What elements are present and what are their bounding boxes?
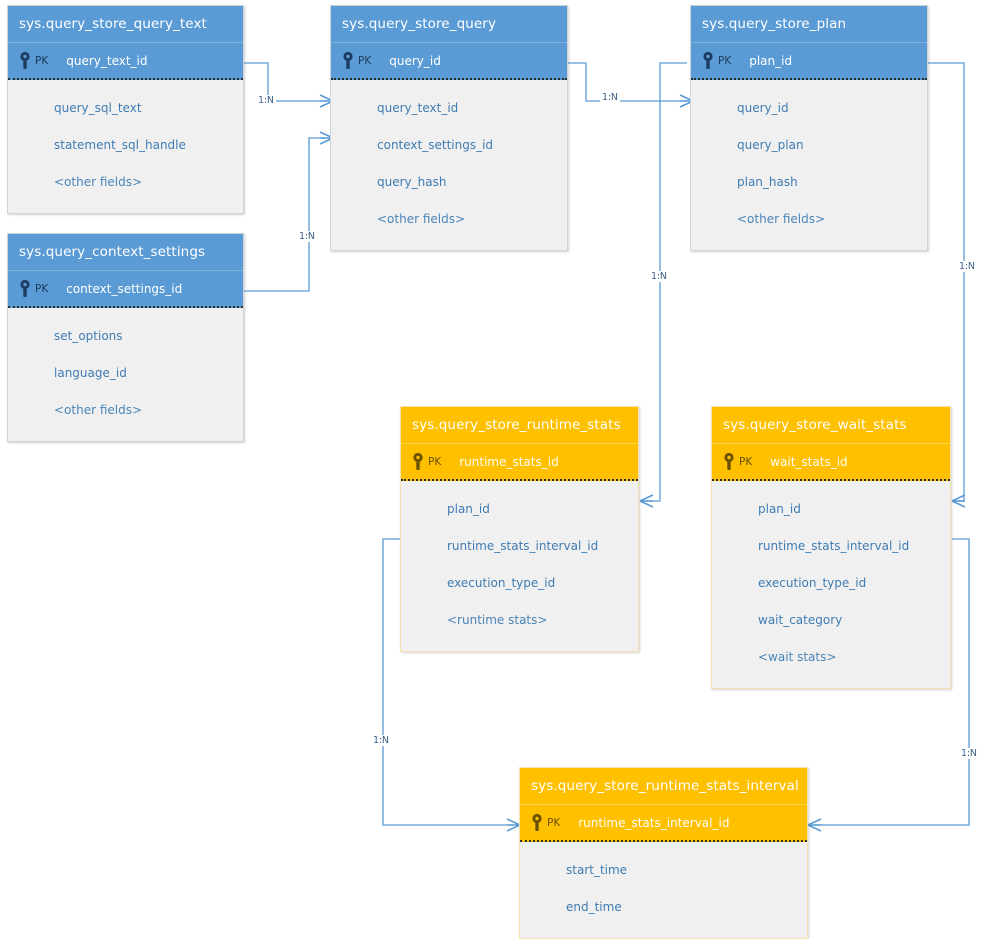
- key-icon: [343, 51, 353, 69]
- cardinality-label-plan-to-wait-stats: 1:N: [957, 261, 977, 272]
- primary-key-name: query_text_id: [66, 53, 148, 68]
- entity-query-store-query-text[interactable]: sys.query_store_query_text PK query_text…: [7, 5, 244, 214]
- edge-query-text-to-query: [244, 62, 334, 108]
- field-row[interactable]: plan_hash: [737, 175, 798, 189]
- key-icon: [20, 279, 30, 297]
- edge-interval-to-runtime-stats: [382, 538, 521, 832]
- field-row[interactable]: language_id: [54, 366, 127, 380]
- field-row[interactable]: plan_id: [447, 502, 490, 516]
- pk-tag: PK: [547, 816, 561, 829]
- field-row[interactable]: wait_category: [758, 613, 843, 627]
- field-row[interactable]: query_id: [737, 101, 789, 115]
- entity-fields: set_options language_id <other fields>: [8, 308, 243, 441]
- field-row[interactable]: query_text_id: [377, 101, 459, 115]
- entity-title: sys.query_store_wait_stats: [712, 407, 950, 444]
- field-row[interactable]: <wait stats>: [758, 650, 837, 664]
- primary-key-name: plan_id: [749, 53, 793, 68]
- primary-key-row[interactable]: PK context_settings_id: [8, 271, 243, 308]
- field-row[interactable]: query_plan: [737, 138, 804, 152]
- entity-title: sys.query_context_settings: [8, 234, 243, 271]
- primary-key-name: runtime_stats_interval_id: [578, 815, 730, 830]
- pk-tag: PK: [428, 455, 442, 468]
- field-row[interactable]: runtime_stats_interval_id: [758, 539, 910, 553]
- key-icon: [532, 813, 542, 831]
- field-row[interactable]: <other fields>: [54, 175, 143, 189]
- key-icon: [724, 452, 734, 470]
- field-row[interactable]: set_options: [54, 329, 123, 343]
- primary-key-name: wait_stats_id: [770, 454, 848, 469]
- key-icon: [703, 51, 713, 69]
- entity-query-context-settings[interactable]: sys.query_context_settings PK context_se…: [7, 233, 244, 442]
- field-row[interactable]: execution_type_id: [447, 576, 556, 590]
- entity-fields: plan_id runtime_stats_interval_id execut…: [401, 481, 638, 651]
- pk-tag: PK: [35, 282, 49, 295]
- pk-tag: PK: [358, 54, 372, 67]
- edge-plan-to-wait-stats: [928, 62, 966, 508]
- cardinality-label-interval-to-runtime-stats: 1:N: [371, 735, 391, 746]
- field-row[interactable]: statement_sql_handle: [54, 138, 186, 152]
- primary-key-row[interactable]: PK runtime_stats_interval_id: [520, 805, 807, 842]
- edge-query-to-plan: [568, 62, 694, 108]
- field-row[interactable]: start_time: [566, 863, 628, 877]
- pk-tag: PK: [35, 54, 49, 67]
- entity-query-store-runtime-stats-interval[interactable]: sys.query_store_runtime_stats_interval P…: [519, 767, 808, 939]
- entity-query-store-query[interactable]: sys.query_store_query PK query_id query_…: [330, 5, 568, 251]
- primary-key-row[interactable]: PK plan_id: [691, 43, 927, 80]
- cardinality-label-query-to-plan: 1:N: [600, 92, 620, 103]
- field-row[interactable]: query_sql_text: [54, 101, 142, 115]
- primary-key-row[interactable]: PK query_text_id: [8, 43, 243, 80]
- field-row[interactable]: query_hash: [377, 175, 447, 189]
- entity-query-store-runtime-stats[interactable]: sys.query_store_runtime_stats PK runtime…: [400, 406, 639, 652]
- entity-title: sys.query_store_plan: [691, 6, 927, 43]
- field-row[interactable]: <other fields>: [737, 212, 826, 226]
- entity-fields: start_time end_time: [520, 842, 807, 938]
- field-row[interactable]: <runtime stats>: [447, 613, 548, 627]
- cardinality-label-context-settings-to-query: 1:N: [297, 231, 317, 242]
- cardinality-label-query-text-to-query: 1:N: [256, 95, 276, 106]
- entity-title: sys.query_store_runtime_stats: [401, 407, 638, 444]
- edge-plan-to-runtime-stats: [639, 62, 687, 508]
- pk-tag: PK: [739, 455, 753, 468]
- entity-title: sys.query_store_query_text: [8, 6, 243, 43]
- primary-key-name: runtime_stats_id: [459, 454, 559, 469]
- primary-key-row[interactable]: PK query_id: [331, 43, 567, 80]
- primary-key-name: query_id: [389, 53, 441, 68]
- entity-fields: query_text_id context_settings_id query_…: [331, 80, 567, 250]
- primary-key-row[interactable]: PK wait_stats_id: [712, 444, 950, 481]
- entity-fields: query_id query_plan plan_hash <other fie…: [691, 80, 927, 250]
- field-row[interactable]: runtime_stats_interval_id: [447, 539, 599, 553]
- field-row[interactable]: end_time: [566, 900, 622, 914]
- cardinality-label-plan-to-runtime-stats: 1:N: [649, 271, 669, 282]
- field-row[interactable]: <other fields>: [377, 212, 466, 226]
- edge-interval-to-wait-stats: [807, 538, 970, 832]
- edge-context-settings-to-query: [244, 131, 334, 292]
- entity-title: sys.query_store_query: [331, 6, 567, 43]
- key-icon: [20, 51, 30, 69]
- field-row[interactable]: <other fields>: [54, 403, 143, 417]
- entity-query-store-wait-stats[interactable]: sys.query_store_wait_stats PK wait_stats…: [711, 406, 951, 689]
- entity-query-store-plan[interactable]: sys.query_store_plan PK plan_id query_id…: [690, 5, 928, 251]
- entity-fields: query_sql_text statement_sql_handle <oth…: [8, 80, 243, 213]
- entity-fields: plan_id runtime_stats_interval_id execut…: [712, 481, 950, 688]
- field-row[interactable]: plan_id: [758, 502, 801, 516]
- primary-key-row[interactable]: PK runtime_stats_id: [401, 444, 638, 481]
- entity-title: sys.query_store_runtime_stats_interval: [520, 768, 807, 805]
- pk-tag: PK: [718, 54, 732, 67]
- primary-key-name: context_settings_id: [66, 281, 183, 296]
- field-row[interactable]: context_settings_id: [377, 138, 494, 152]
- cardinality-label-interval-to-wait-stats: 1:N: [959, 748, 979, 759]
- field-row[interactable]: execution_type_id: [758, 576, 867, 590]
- key-icon: [413, 452, 423, 470]
